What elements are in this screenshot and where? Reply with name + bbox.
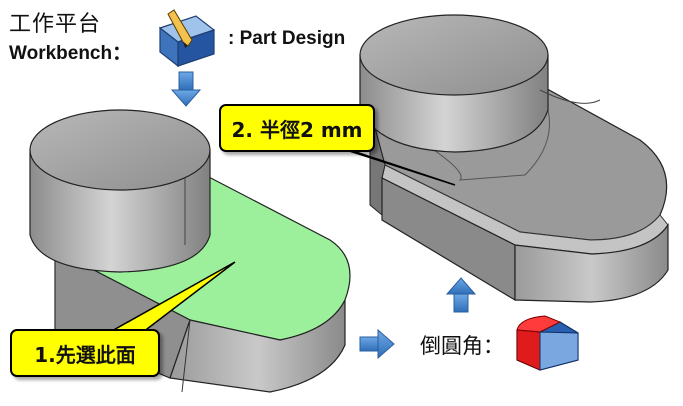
workbench-name: : Part Design [228,28,346,49]
workbench-label-cn: 工作平台 [9,12,102,37]
step1-text: 1.先選此面 [34,342,136,367]
arrow-right-icon [359,328,395,360]
step2-callout: 2. 半徑2 mm [219,104,375,152]
model-after-fillet [359,14,669,303]
step1-callout: 1.先選此面 [10,329,160,377]
fillet-label: 倒圓角： [420,334,504,358]
workbench-colon: ： [112,43,132,64]
edge-fillet-icon [516,315,579,371]
workbench-label-en-text: Workbench [9,43,113,64]
step2-text: 2. 半徑2 mm [231,117,363,142]
part-design-workbench-icon [158,9,216,68]
workbench-label-en: Workbench： [9,38,131,65]
arrow-up-icon [445,277,477,313]
arrow-down-icon [170,71,202,107]
